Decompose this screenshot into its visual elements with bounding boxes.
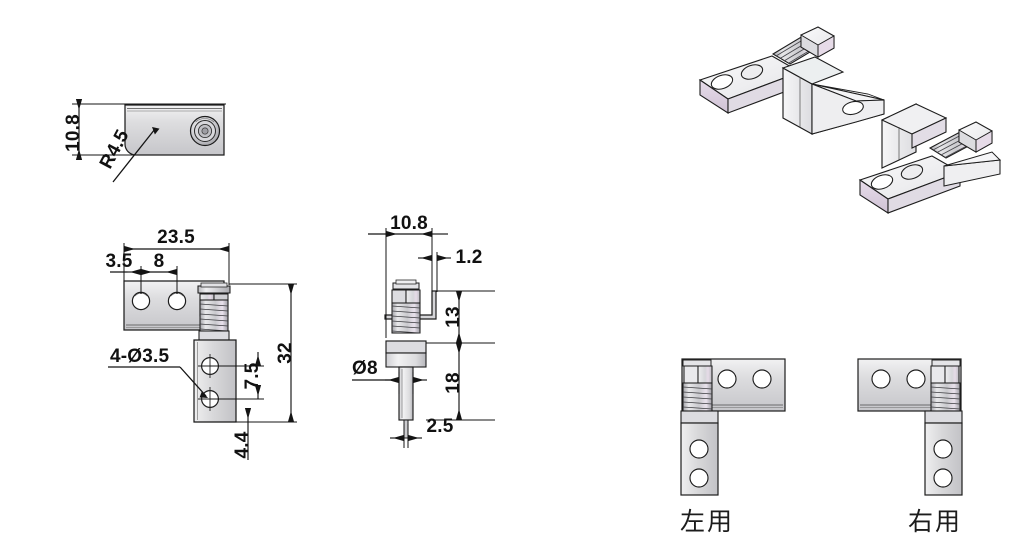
view-front: 23.5 3.5 8 32 7.5: [105, 227, 297, 460]
variant-right-boss: [930, 359, 961, 412]
dim-height-18: 18: [443, 372, 464, 394]
dim-edge-3-5: 3.5: [105, 251, 132, 272]
front-plate-hole-2: [167, 291, 187, 311]
dim-dia-8: Ø8: [352, 358, 378, 379]
front-plate-hole-1: [131, 291, 151, 311]
variant-right-vertical-plate: [924, 422, 963, 496]
side-shaft: [398, 366, 414, 421]
view-top-edge: 10.8 R4.5: [63, 99, 226, 183]
front-threaded-boss: [197, 282, 231, 341]
callout-hole-4-dia-3-5: 4-Ø3.5: [110, 346, 170, 367]
iso-view-left-hand: [698, 26, 885, 135]
iso-left-threaded-stud: [771, 26, 835, 65]
iso-right-threaded-stud: [928, 121, 993, 159]
side-collar: [385, 340, 427, 354]
variant-view-right: 右用: [857, 358, 963, 536]
iso-view-right-hand: [858, 103, 1002, 215]
side-threaded-boss: [391, 279, 421, 334]
view-side: 10.8 1.2 13 18 2.5: [352, 213, 495, 448]
dim-height-10-8: 10.8: [63, 114, 84, 152]
variant-right-label: 右用: [908, 507, 962, 536]
dim-pitch-8: 8: [154, 251, 165, 272]
dim-pitch-7-5: 7.5: [242, 362, 263, 389]
dim-height-13: 13: [443, 306, 464, 328]
variant-view-left: 左用: [680, 358, 786, 536]
variant-left-boss: [682, 359, 713, 412]
front-vertical-plate: [193, 339, 237, 423]
dim-width-10-8: 10.8: [390, 213, 428, 234]
dim-width-2-5: 2.5: [426, 416, 453, 437]
variant-left-label: 左用: [680, 507, 734, 536]
dim-height-32: 32: [275, 342, 296, 364]
dim-thickness-1-2: 1.2: [455, 247, 482, 268]
dim-width-23-5: 23.5: [157, 227, 195, 248]
dim-bottom-4-4: 4.4: [232, 431, 253, 458]
